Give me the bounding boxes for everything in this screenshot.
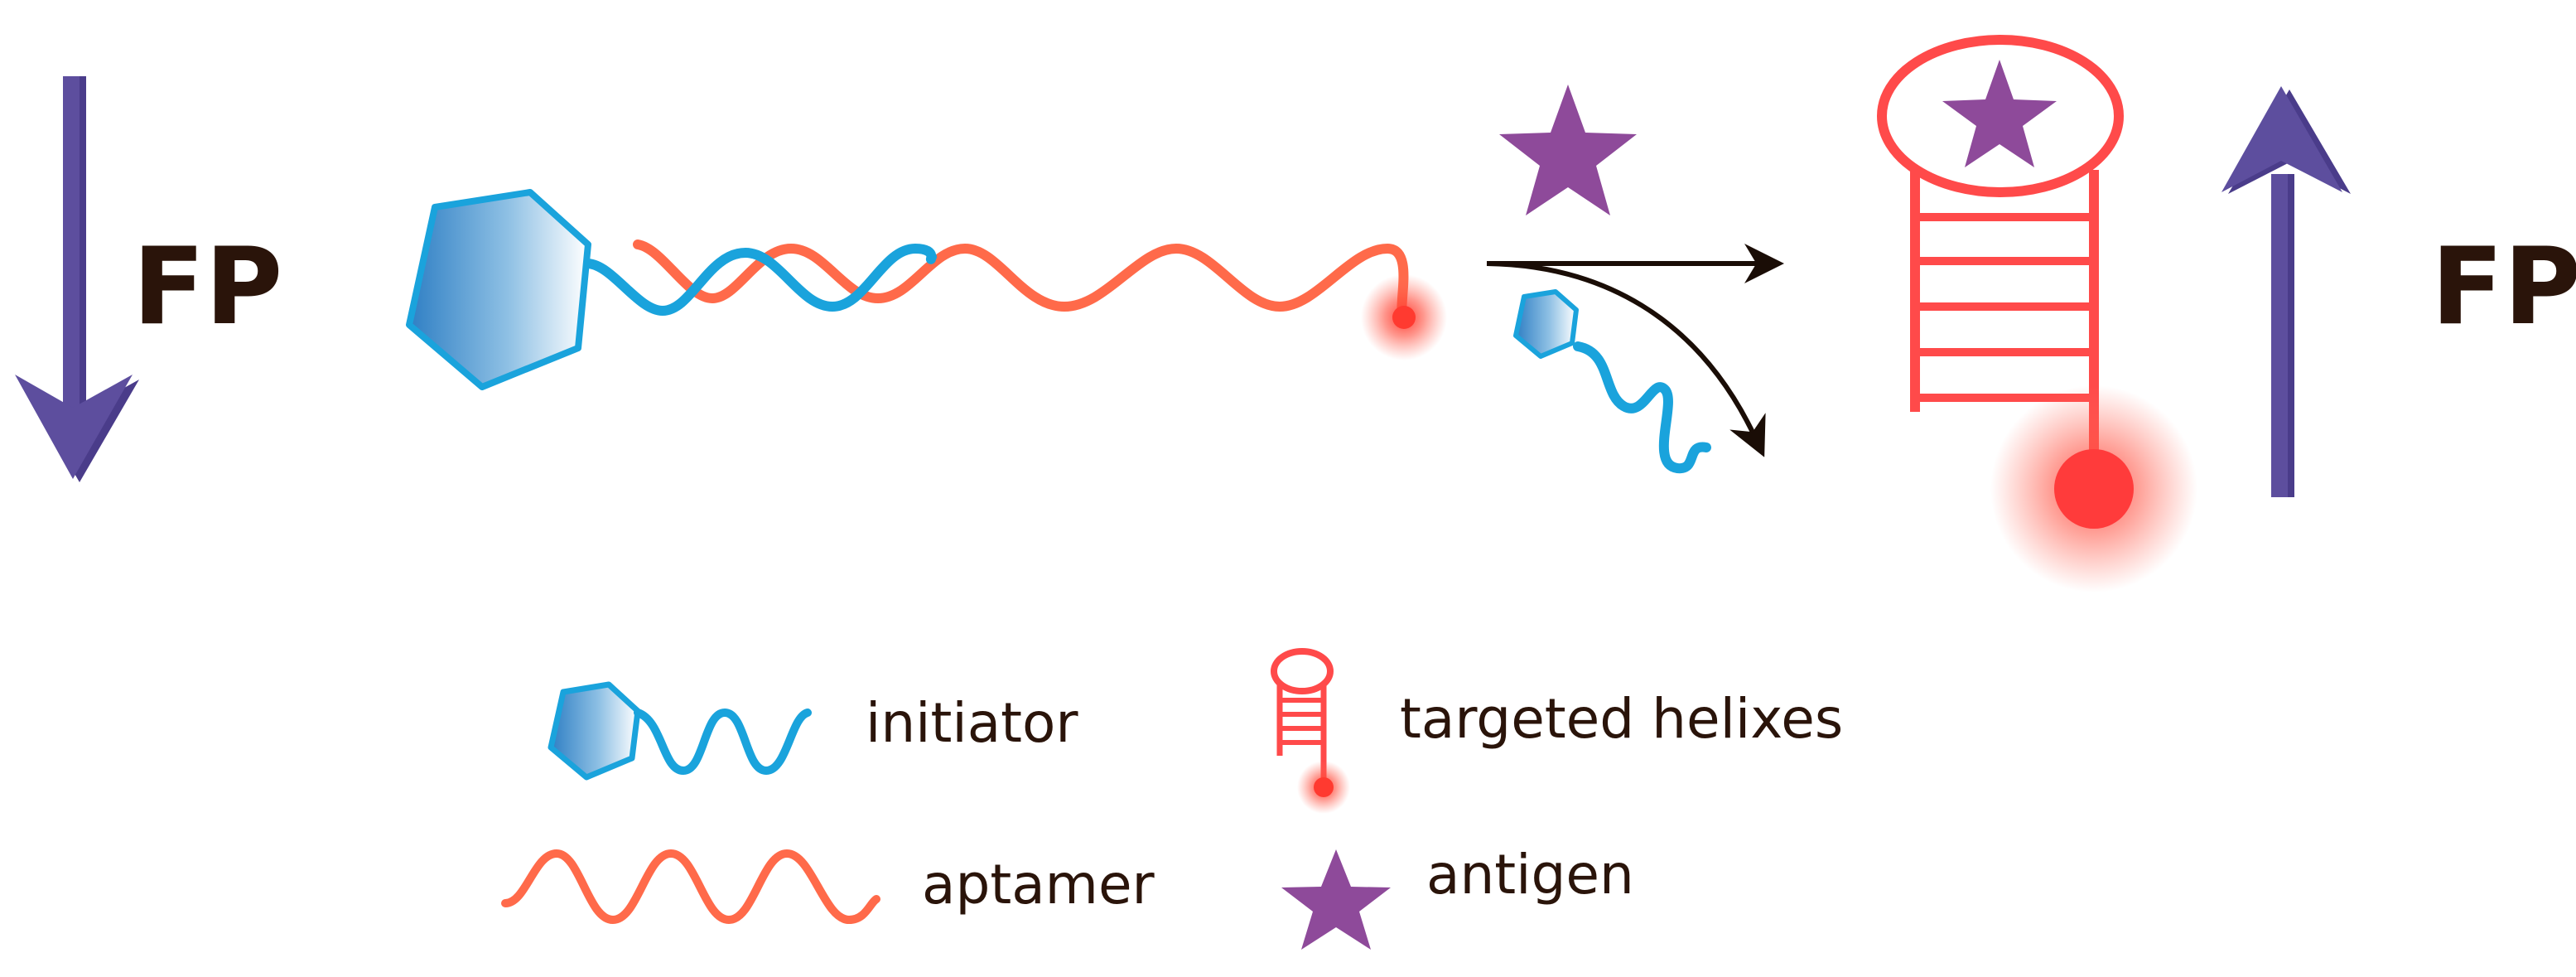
released-initiator	[1513, 289, 1711, 474]
fp-down-arrow	[15, 76, 139, 482]
initiator-strand	[583, 243, 937, 317]
fp-label-right: FP	[2431, 225, 2576, 349]
reaction-arrows	[1486, 244, 1784, 457]
legend-antigen-label: antigen	[1426, 843, 1634, 907]
legend-aptamer-wave	[501, 849, 880, 925]
bound-antigen-star-icon	[1942, 60, 2057, 167]
fluorophore-dot	[1392, 306, 1416, 329]
initiator-aptamer-complex	[406, 189, 1447, 390]
released-initiator-hexagon-icon	[1513, 289, 1579, 359]
legend-initiator	[548, 681, 812, 781]
antigen-star-icon	[1499, 85, 1637, 215]
fp-up-arrow	[2221, 86, 2351, 497]
helix-fluorophore-dot	[2054, 449, 2134, 529]
fp-label-left: FP	[133, 225, 282, 349]
legend-targeted-helixes	[1271, 648, 1350, 814]
legend-aptamer-label: aptamer	[922, 853, 1155, 917]
targeted-helix	[1877, 35, 2197, 592]
aptamer-strand	[633, 239, 1409, 322]
legend-initiator-label: initiator	[866, 691, 1078, 755]
initiator-hexagon-icon	[406, 189, 591, 390]
legend-initiator-hexagon-icon	[548, 681, 641, 781]
legend-targeted-helixes-label: targeted helixes	[1400, 687, 1843, 751]
legend-antigen-star-icon	[1281, 849, 1391, 950]
